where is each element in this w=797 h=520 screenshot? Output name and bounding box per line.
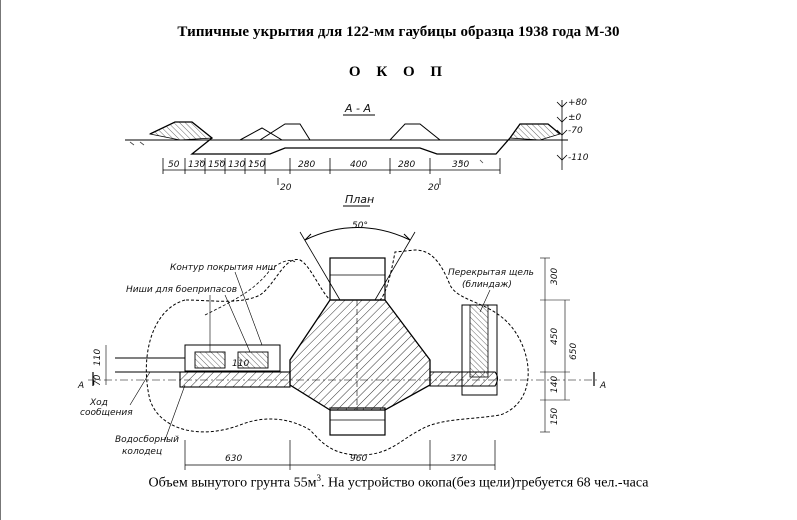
firing-sector-angle: 50° bbox=[352, 221, 368, 231]
section-heading: О К О П bbox=[348, 64, 449, 80]
left-trench bbox=[179, 371, 291, 388]
section-dim-350: 350 bbox=[452, 160, 469, 170]
under-dim-left: 20 bbox=[280, 183, 292, 193]
niches-leader-2 bbox=[224, 294, 251, 353]
sector-line-left bbox=[299, 231, 341, 301]
section-dim-280b: 280 bbox=[398, 160, 415, 170]
middle-mound-right bbox=[388, 123, 442, 141]
section-dim-150a: 150 bbox=[208, 160, 225, 170]
section-dim-130b: 130 bbox=[228, 160, 245, 170]
section-mark-left: A bbox=[77, 381, 84, 391]
caption: Объем вынутого грунта 55м3. На устройств… bbox=[0, 473, 797, 492]
niche-dim: 110 bbox=[232, 359, 249, 369]
plan-view: План 50° A bbox=[77, 193, 606, 470]
page-border bbox=[0, 0, 1, 520]
passage-label-2: сообщения bbox=[80, 408, 133, 418]
elevation-zero: ±0 bbox=[568, 113, 582, 123]
right-parapet bbox=[509, 123, 561, 141]
bottom-dim-370: 370 bbox=[450, 454, 467, 464]
section-view: A - A +80 ±0 -70 -110 50 13 bbox=[125, 98, 589, 193]
sector-line-right bbox=[374, 231, 416, 301]
plan-label: План bbox=[345, 193, 374, 206]
section-dim-280a: 280 bbox=[298, 160, 315, 170]
caption-text: Объем вынутого грунта 55м bbox=[148, 475, 317, 491]
parapet-contour bbox=[145, 249, 529, 456]
middle-berm bbox=[239, 127, 283, 141]
right-dim-300: 300 bbox=[550, 268, 560, 285]
section-dim-ticks bbox=[162, 158, 501, 174]
section-dim-130a: 130 bbox=[188, 160, 205, 170]
well-label-2: колодец bbox=[122, 447, 162, 457]
right-dim-ticks bbox=[540, 257, 570, 433]
left-parapet bbox=[148, 121, 214, 141]
upper-spade-pit bbox=[329, 257, 386, 301]
soil-marks bbox=[129, 141, 484, 164]
right-dim-650: 650 bbox=[569, 343, 579, 360]
elevation-minus110: -110 bbox=[568, 153, 589, 163]
elevation-plus80: +80 bbox=[568, 98, 587, 108]
section-label: A - A bbox=[344, 102, 371, 115]
left-dim-110: 110 bbox=[93, 349, 103, 366]
caption-superscript: 3 bbox=[316, 473, 322, 483]
contour-label: Контур покрытия ниш bbox=[170, 263, 276, 273]
bottom-dim-ticks bbox=[184, 440, 496, 470]
firing-sector-arrows bbox=[304, 233, 411, 241]
section-mark-right: A bbox=[599, 381, 606, 391]
bottom-dim-630: 630 bbox=[225, 454, 242, 464]
section-dim-50: 50 bbox=[168, 160, 180, 170]
section-dim-400: 400 bbox=[350, 160, 367, 170]
niche-cover-contour bbox=[204, 260, 296, 316]
firing-sector-arc bbox=[304, 227, 411, 241]
right-dim-140: 140 bbox=[550, 376, 560, 393]
middle-mound-left bbox=[258, 123, 311, 141]
covered-slit bbox=[469, 304, 489, 378]
right-dim-450: 450 bbox=[550, 328, 560, 345]
left-dim-70: 70 bbox=[93, 374, 103, 386]
caption-text-after: . На устройство окопа(без щели)требуется… bbox=[321, 475, 649, 491]
ammo-niche-1 bbox=[194, 351, 226, 369]
elevation-minus70: -70 bbox=[568, 126, 583, 136]
slit-label-2: (блиндаж) bbox=[462, 280, 512, 290]
niches-label: Ниши для боеприпасов bbox=[126, 285, 237, 295]
ammo-niche-2 bbox=[237, 351, 269, 369]
well-leader bbox=[164, 384, 186, 441]
gun-platform bbox=[289, 299, 431, 411]
passage-label-1: Ход bbox=[89, 398, 108, 408]
passage-leader bbox=[129, 371, 151, 406]
well-label-1: Водосборный bbox=[115, 435, 179, 445]
contour-leader bbox=[234, 271, 263, 346]
page-title: Типичные укрытия для 122-мм гаубицы обра… bbox=[177, 24, 620, 40]
right-dim-150: 150 bbox=[550, 408, 560, 425]
lower-spade-pit bbox=[329, 407, 386, 436]
slit-leader bbox=[479, 289, 491, 313]
section-dim-150b: 150 bbox=[248, 160, 265, 170]
under-dim-right: 20 bbox=[428, 183, 440, 193]
slit-label-1: Перекрытая щель bbox=[448, 268, 534, 278]
elevation-arrows bbox=[556, 101, 568, 161]
bottom-dim-960: 960 bbox=[350, 454, 367, 464]
